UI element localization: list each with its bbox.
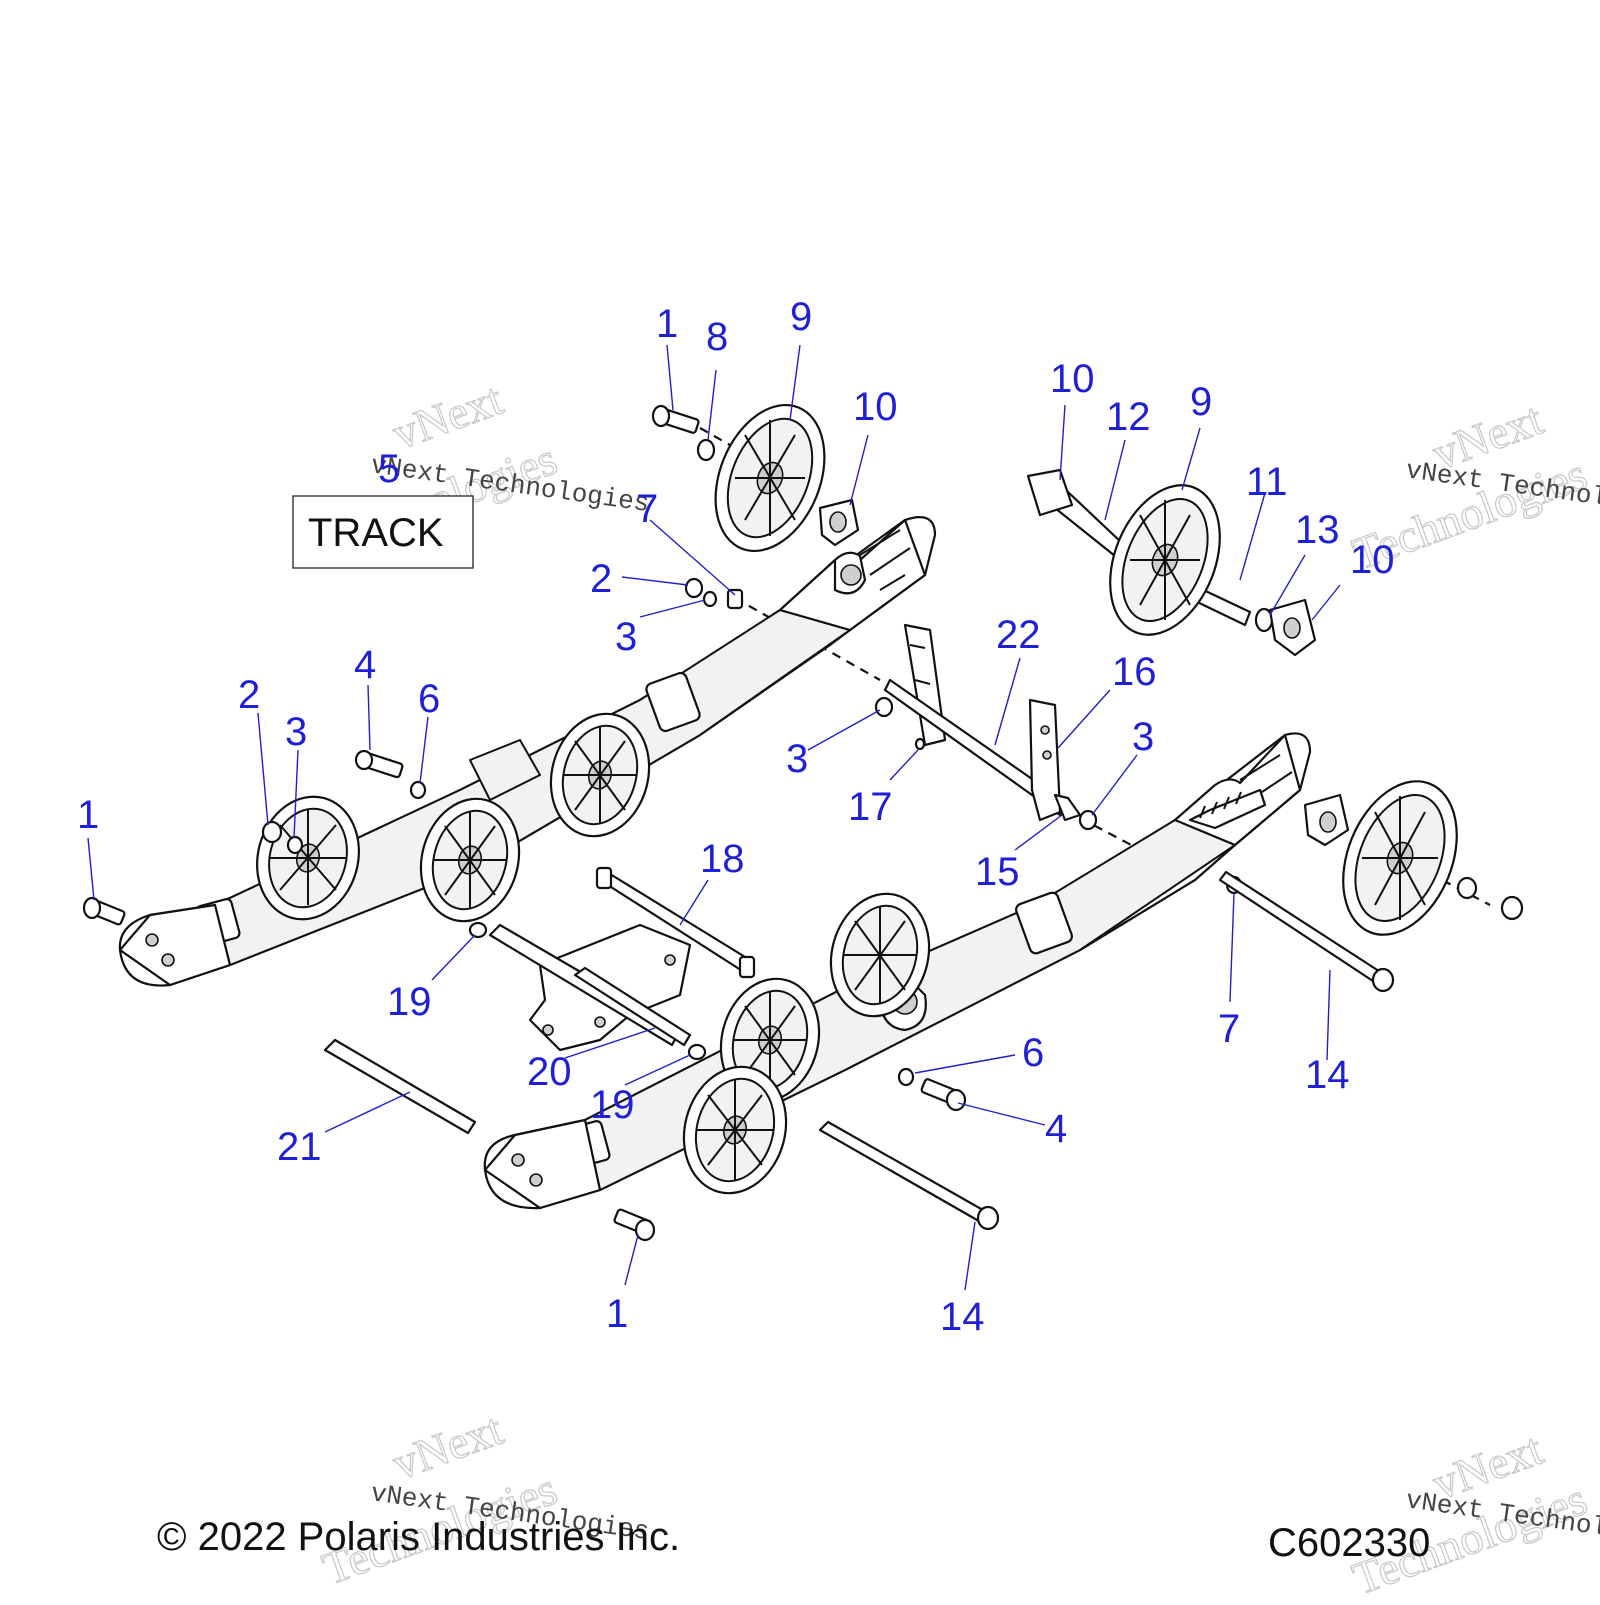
drawing-number: C602330 xyxy=(1268,1521,1430,1565)
callout-9-top-left: 9 xyxy=(790,295,812,339)
copyright-notice: © 2022 Polaris Industries Inc. xyxy=(157,1515,680,1559)
callout-22: 22 xyxy=(996,613,1041,657)
rail-spring-rod xyxy=(1188,788,1267,830)
callout-3-left: 3 xyxy=(285,710,307,754)
right-rear-bogie-wheel xyxy=(829,892,931,1018)
wheel-hub-cap-lower-right xyxy=(1303,793,1350,847)
callout-17: 17 xyxy=(848,785,893,829)
long-bolt-14-upper xyxy=(1218,870,1395,993)
callout-7-right: 7 xyxy=(1218,1007,1240,1051)
wheel-hub-cap-right xyxy=(1268,598,1317,657)
callout-1-top: 1 xyxy=(656,302,678,346)
callout-14-right: 14 xyxy=(1305,1053,1350,1097)
cross-shaft-22 xyxy=(883,623,1067,822)
left-slide-rail xyxy=(118,516,937,987)
upper-idler-wheel-right xyxy=(1109,484,1221,636)
callout-3-right: 3 xyxy=(1132,715,1154,759)
callout-14-bottom: 14 xyxy=(940,1295,985,1339)
callout-15: 15 xyxy=(975,850,1020,894)
washer-upper-8 xyxy=(696,438,716,462)
callout-6-left: 6 xyxy=(418,677,440,721)
watermark-line1: vNext xyxy=(386,1403,509,1489)
callout-1-left: 1 xyxy=(77,793,99,837)
washer-lower-right xyxy=(1456,876,1478,900)
callout-19-left: 19 xyxy=(387,980,432,1024)
washer-3-shaft-right xyxy=(1078,809,1098,831)
right-front-bogie-wheel xyxy=(682,1065,788,1195)
washer-6-right xyxy=(897,1067,915,1087)
callout-2-left: 2 xyxy=(238,673,260,717)
callout-10-top: 10 xyxy=(853,385,898,429)
track-reference-box: TRACK xyxy=(292,495,474,569)
callout-20: 20 xyxy=(527,1050,572,1094)
track-label: TRACK xyxy=(308,511,444,555)
callout-4-right: 4 xyxy=(1045,1107,1067,1151)
watermark-bottom-right: vNext Technologies vNext Technologies xyxy=(1345,1422,1600,1605)
callout-13: 13 xyxy=(1295,508,1340,552)
callout-4-left: 4 xyxy=(354,643,376,687)
left-rear-bogie-wheel xyxy=(256,795,360,921)
callout-5: 5 xyxy=(378,447,400,491)
callout-12: 12 xyxy=(1106,395,1151,439)
callout-11: 11 xyxy=(1246,460,1288,504)
bolt-4-right xyxy=(920,1078,967,1112)
bolt-upper-1 xyxy=(651,404,700,434)
callout-18: 18 xyxy=(700,837,745,881)
long-bolt-14-lower xyxy=(818,1120,1000,1231)
nut-2-upper xyxy=(684,577,704,599)
washer-3-shaft-left xyxy=(874,696,894,718)
pin-17 xyxy=(914,737,926,751)
bolt-4-left xyxy=(354,749,404,779)
torque-arm-18-20 xyxy=(488,866,756,1052)
axis-line-lower-shaft xyxy=(1079,817,1176,869)
leader-lines xyxy=(87,344,1341,1291)
upper-idler-wheel-left xyxy=(714,403,826,553)
callout-8: 8 xyxy=(706,315,728,359)
left-mid-bogie-wheel xyxy=(419,797,521,923)
nut-2-left xyxy=(261,820,283,844)
rail-wear-block xyxy=(1015,891,1073,955)
bushing-7-upper xyxy=(726,588,744,610)
washer-19-mid xyxy=(687,1043,707,1061)
washer-6-left xyxy=(409,780,427,800)
rear-idler-wheel-lower-right xyxy=(1342,780,1458,936)
callout-3-shaft: 3 xyxy=(786,737,808,781)
callout-9-top-right: 9 xyxy=(1190,380,1212,424)
callout-numbers: 1 8 9 10 5 7 2 3 4 6 2 3 1 10 12 9 11 13… xyxy=(77,295,1395,1339)
callout-19-mid: 19 xyxy=(590,1083,635,1127)
callout-16: 16 xyxy=(1112,650,1157,694)
callout-10-axle: 10 xyxy=(1050,357,1095,401)
callout-6-right: 6 xyxy=(1022,1031,1044,1075)
wheel-hub-cap-upper xyxy=(818,498,860,547)
bolt-1-lower xyxy=(613,1208,656,1242)
callout-1-bottom: 1 xyxy=(606,1292,628,1336)
washer-3-upper xyxy=(702,590,718,608)
left-front-bogie-wheel xyxy=(549,712,651,838)
watermark-line1: vNext xyxy=(386,373,509,459)
axle-end-cap-10 xyxy=(1026,468,1074,517)
rail-wear-block xyxy=(645,671,701,733)
shaft-end-15 xyxy=(1053,793,1082,822)
callout-7-top: 7 xyxy=(636,487,658,531)
washer-19-left xyxy=(468,921,488,939)
callout-10-right: 10 xyxy=(1350,538,1395,582)
washer-3-left xyxy=(286,835,304,855)
callout-3-top: 3 xyxy=(615,615,637,659)
callout-2-top: 2 xyxy=(590,557,612,601)
watermark-bottom-left: vNext Technologies vNext Technologies xyxy=(315,1402,651,1595)
bolt-1-left xyxy=(82,896,126,926)
right-mid-bogie-wheel xyxy=(719,977,821,1103)
rod-21 xyxy=(323,1038,477,1135)
callout-21: 21 xyxy=(277,1125,322,1169)
bolt-head-lower-right xyxy=(1500,895,1524,921)
